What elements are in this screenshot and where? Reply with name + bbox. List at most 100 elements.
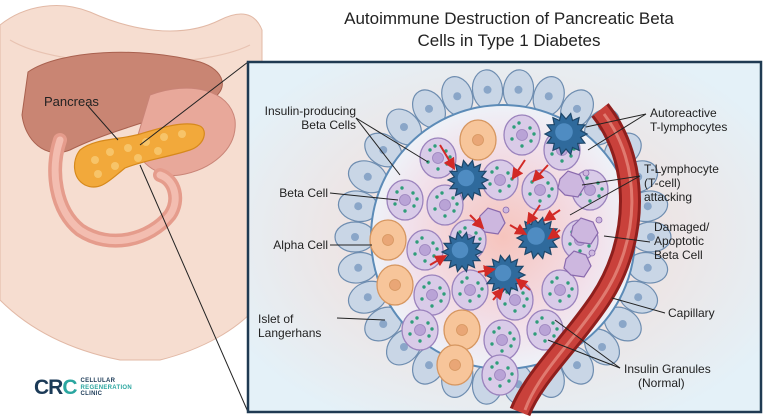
border-cell-nucleus <box>647 233 655 241</box>
border-cell-nucleus <box>643 202 652 211</box>
insulin-granule <box>538 199 542 203</box>
insulin-granule <box>443 214 447 218</box>
insulin-granule <box>423 259 427 263</box>
insulin-granule <box>460 280 464 284</box>
attack-arrow <box>509 223 528 236</box>
border-cell-nucleus <box>573 361 581 370</box>
intestine <box>48 133 183 248</box>
insulin-granule <box>500 349 504 353</box>
border-cell-nucleus <box>514 85 523 94</box>
label-insulin-producing: Insulin-producing Beta Cells <box>250 104 356 132</box>
border-cell-nucleus <box>354 263 363 272</box>
label-islet-l1: Islet of <box>258 312 294 326</box>
insulin-granule <box>560 159 564 163</box>
insulin-granule <box>566 281 570 285</box>
cell-nucleus <box>399 194 411 206</box>
insulin-granule <box>506 171 510 175</box>
insulin-granule <box>436 167 440 171</box>
cell-nucleus <box>554 284 566 296</box>
insulin-granule <box>585 176 589 180</box>
border-cell-nucleus <box>425 361 433 370</box>
insulin-granule <box>497 326 501 330</box>
insulin-granule <box>528 192 532 196</box>
insulin-granule <box>490 170 494 174</box>
label-damaged-l2: Apoptotic <box>654 234 705 248</box>
label-autoreactive-l1: Autoreactive <box>650 106 717 120</box>
insulin-granule <box>435 195 439 199</box>
border-cell-nucleus <box>363 293 372 302</box>
insulin-granule <box>433 207 437 211</box>
insulin-granule <box>600 187 604 191</box>
insulin-granule <box>588 199 592 203</box>
pancreas-organ <box>74 123 205 188</box>
insulin-granule <box>551 321 555 325</box>
title-line-1: Autoimmune Destruction of Pancreatic Bet… <box>344 9 674 28</box>
insulin-granule <box>543 339 547 343</box>
label-beta-cell: Beta Cell <box>279 186 328 200</box>
insulin-granule <box>546 181 550 185</box>
insulin-granule <box>426 321 430 325</box>
attack-arrow <box>429 254 448 267</box>
insulin-granule <box>431 241 435 245</box>
cell-nucleus <box>534 184 546 196</box>
attack-arrow <box>543 209 561 222</box>
label-insulin-producing-l1: Insulin-producing <box>264 104 356 118</box>
attack-arrow <box>439 144 456 171</box>
label-pointers <box>329 113 666 369</box>
insulin-granule <box>509 344 513 348</box>
logo-mark-accent: C <box>62 376 77 399</box>
cell-nucleus <box>414 324 426 336</box>
insulin-granule <box>550 280 554 284</box>
cell-nucleus <box>426 289 438 301</box>
border-cell-nucleus <box>354 202 363 211</box>
border-cell-nucleus <box>544 92 553 101</box>
insulin-granule <box>430 304 434 308</box>
insulin-granule <box>427 281 431 285</box>
insulin-granule <box>478 237 482 241</box>
insulin-granule <box>498 189 502 193</box>
insulin-granule <box>568 242 572 246</box>
damaged-beta-cell <box>570 217 599 245</box>
attack-arrow <box>469 214 485 230</box>
islet-border-cells <box>334 69 672 405</box>
insulin-granule <box>503 302 507 306</box>
insulin-granule <box>550 152 554 156</box>
t-lymphocytes <box>440 112 589 296</box>
border-cell-nucleus <box>634 293 643 302</box>
title-line-2: Cells in Type 1 Diabetes <box>417 31 601 50</box>
attack-arrow <box>526 204 541 225</box>
clinic-logo: CRC CELLULAR REGENERATION CLINIC <box>34 377 132 399</box>
insulin-granule <box>512 337 516 341</box>
label-islet-l2: Langerhans <box>258 326 322 340</box>
attack-arrow <box>531 164 549 183</box>
label-insulin-producing-l2: Beta Cells <box>301 118 356 132</box>
insulin-granule <box>558 299 562 303</box>
cell-nucleus <box>449 359 461 371</box>
insulin-granule <box>507 379 511 383</box>
attack-arrow <box>547 227 561 240</box>
border-cell-nucleus <box>598 342 607 351</box>
label-granules-l1: Insulin Granules <box>624 362 711 376</box>
insulin-granule <box>512 125 516 129</box>
label-granules-l2: (Normal) <box>638 376 685 390</box>
insulin-granule <box>430 327 434 331</box>
insulin-granule <box>415 316 419 320</box>
border-cell-nucleus <box>399 342 408 351</box>
logo-word-3: CLINIC <box>80 391 103 398</box>
insulin-granule <box>458 230 462 234</box>
insulin-granule <box>570 287 574 291</box>
cell-nucleus <box>539 324 551 336</box>
label-autoreactive: Autoreactive T-lymphocytes <box>650 106 727 134</box>
insulin-granule <box>403 209 407 213</box>
border-cell-nucleus <box>643 263 652 272</box>
insulin-granule <box>492 330 496 334</box>
label-islet: Islet of Langerhans <box>258 312 321 340</box>
insulin-granule <box>510 137 514 141</box>
insulin-granule <box>498 384 502 388</box>
label-alpha-cell: Alpha Cell <box>273 238 328 252</box>
apoptotic-fragment <box>502 206 510 214</box>
insulin-granule <box>540 316 544 320</box>
insulin-granule <box>408 332 412 336</box>
insulin-granule <box>578 249 582 253</box>
